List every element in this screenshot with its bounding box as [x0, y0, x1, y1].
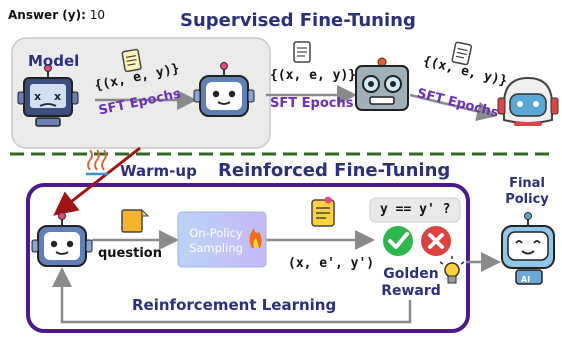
golden-reward-label: Golden Reward [381, 266, 441, 299]
sampling-label: On-Policy Sampling [189, 226, 243, 255]
answer-line: Answer (y): 10 [8, 8, 105, 22]
document-icon [121, 208, 150, 233]
warmup-arrow [53, 146, 141, 216]
cross-icon [421, 226, 451, 256]
sft-model-panel [11, 37, 271, 149]
svg-text:x: x [34, 90, 41, 103]
compare-label: y == y' ? [380, 202, 451, 217]
sampling-box [177, 211, 267, 268]
heat-icon [86, 149, 108, 176]
robot-icon: x x [17, 64, 79, 127]
lightbulb-icon [439, 256, 465, 284]
rft-title: Reinforced Fine-Tuning [218, 160, 451, 181]
robot-icon [355, 57, 409, 111]
sft-arrow-3 [409, 93, 497, 122]
sft-epochs-2: SFT Epochs [270, 96, 354, 111]
warmup-label: Warm-up [120, 162, 197, 180]
check-icon [383, 226, 413, 256]
final-policy-label: Final Policy [505, 176, 549, 207]
answer-label: Answer (y): [8, 8, 86, 22]
document-icon [121, 48, 142, 73]
model-label: Model [28, 52, 80, 70]
answer-value: 10 [89, 8, 105, 22]
question-label: question [98, 246, 162, 261]
compare-bubble [369, 197, 461, 223]
document-icon [311, 196, 335, 227]
robot-icon [501, 212, 555, 285]
document-icon [451, 41, 473, 66]
robot-icon [497, 76, 559, 126]
rl-feedback-loop [52, 267, 412, 324]
sft-title: Supervised Fine-Tuning [180, 10, 416, 31]
svg-text:x: x [54, 90, 61, 103]
document-icon [293, 41, 311, 63]
sample-triplet: (x, e', y') [288, 256, 375, 271]
rl-label: Reinforcement Learning [132, 296, 337, 314]
ai-badge: AI [521, 275, 531, 284]
robot-icon [193, 62, 255, 117]
robot-icon [31, 212, 93, 267]
sft-triplet-2: {(x, e, y)} [270, 68, 357, 83]
fire-icon [249, 228, 262, 248]
